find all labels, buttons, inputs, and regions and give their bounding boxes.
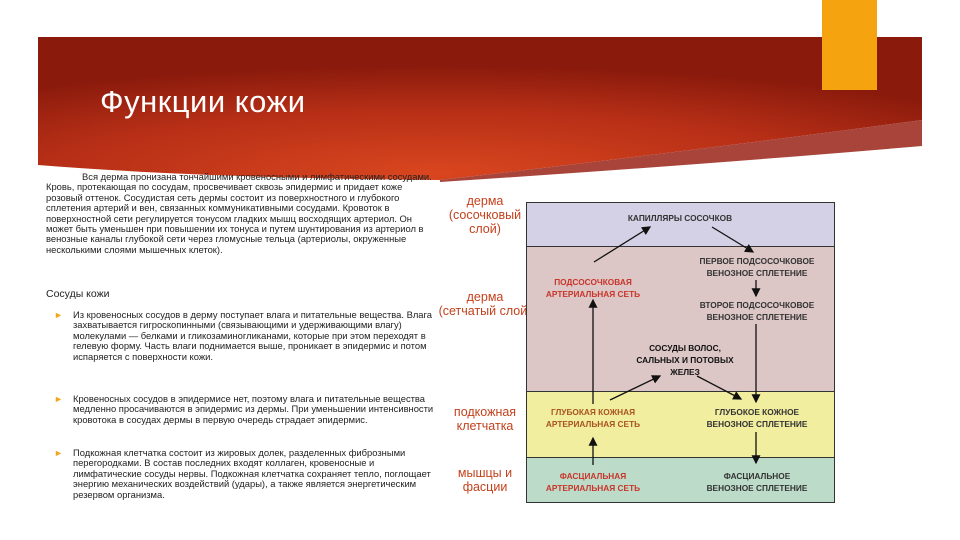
node-line: ПОДСОСОЧКОВАЯ	[554, 277, 632, 287]
node-line: САЛЬНЫХ И ПОТОВЫХ	[636, 355, 734, 365]
triangle-right-icon: ►	[54, 394, 63, 404]
node-line: ПЕРВОЕ ПОДСОСОЧКОВОЕ	[699, 256, 815, 266]
node-line: ФАСЦИАЛЬНОЕ	[723, 471, 791, 481]
node-line: ГЛУБОКАЯ КОЖНАЯ	[550, 407, 636, 417]
slide-title: Функции кожи	[100, 84, 306, 119]
layer-band-reticular	[527, 247, 834, 392]
node-line: ЖЕЛЕЗ	[670, 367, 700, 377]
node-line: ГЛУБОКОЕ КОЖНОЕ	[714, 407, 800, 417]
triangle-right-icon: ►	[54, 310, 63, 320]
bullet-text: Из кровеносных сосудов в дерму поступает…	[73, 309, 432, 362]
layer-band-papillary	[527, 203, 834, 247]
node-line: АРТЕРИАЛЬНАЯ СЕТЬ	[545, 289, 641, 299]
node-line: ВТОРОЕ ПОДСОСОЧКОВОЕ	[699, 300, 815, 310]
node-line: АРТЕРИАЛЬНАЯ СЕТЬ	[545, 483, 641, 493]
node-first-venous: ПЕРВОЕ ПОДСОСОЧКОВОЕ ВЕНОЗНОЕ СПЛЕТЕНИЕ	[700, 255, 815, 279]
node-fascial-arterial: ФАСЦИАЛЬНАЯ АРТЕРИАЛЬНАЯ СЕТЬ	[546, 470, 640, 494]
layer-band-subcutis	[527, 392, 834, 458]
layer-label-muscle: мышцы и фасции	[457, 466, 513, 494]
intro-paragraph: Вся дерма пронизана тончайшими кровеносн…	[46, 171, 432, 255]
node-line: ФАСЦИАЛЬНАЯ	[559, 471, 627, 481]
title-banner	[38, 37, 922, 182]
node-line: ВЕНОЗНОЕ СПЛЕТЕНИЕ	[706, 483, 808, 493]
node-line: АРТЕРИАЛЬНАЯ СЕТЬ	[545, 419, 641, 429]
bullet-text: Кровеносных сосудов в эпидермисе нет, по…	[73, 393, 434, 425]
accent-bar	[822, 0, 877, 90]
node-deep-arterial: ГЛУБОКАЯ КОЖНАЯ АРТЕРИАЛЬНАЯ СЕТЬ	[546, 406, 640, 430]
layer-label-subcutis: подкожная клетчатка	[453, 405, 517, 433]
node-appendages: СОСУДЫ ВОЛОС, САЛЬНЫХ И ПОТОВЫХ ЖЕЛЕЗ	[636, 342, 733, 378]
layer-band-muscle	[527, 458, 834, 502]
node-line: ВЕНОЗНОЕ СПЛЕТЕНИЕ	[706, 419, 808, 429]
node-fascial-venous: ФАСЦИАЛЬНОЕ ВЕНОЗНОЕ СПЛЕТЕНИЕ	[707, 470, 808, 494]
node-line: ВЕНОЗНОЕ СПЛЕТЕНИЕ	[706, 312, 808, 322]
node-line: СОСУДЫ ВОЛОС,	[649, 343, 721, 353]
bullet-text: Подкожная клетчатка состоит из жировых д…	[73, 447, 431, 500]
layer-label-reticular: дерма (сетчатый слой)	[438, 290, 532, 318]
node-line: ВЕНОЗНОЕ СПЛЕТЕНИЕ	[706, 268, 808, 278]
node-subpapillary-arterial: ПОДСОСОЧКОВАЯ АРТЕРИАЛЬНАЯ СЕТЬ	[546, 276, 640, 300]
node-second-venous: ВТОРОЕ ПОДСОСОЧКОВОЕ ВЕНОЗНОЕ СПЛЕТЕНИЕ	[700, 299, 815, 323]
vascular-diagram	[526, 202, 835, 503]
subheading: Сосуды кожи	[46, 288, 110, 300]
triangle-right-icon: ►	[54, 448, 63, 458]
node-deep-venous: ГЛУБОКОЕ КОЖНОЕ ВЕНОЗНОЕ СПЛЕТЕНИЕ	[707, 406, 808, 430]
layer-label-papillary: дерма (сосочковый слой)	[448, 194, 522, 236]
node-capillaries: КАПИЛЛЯРЫ СОСОЧКОВ	[627, 213, 733, 223]
